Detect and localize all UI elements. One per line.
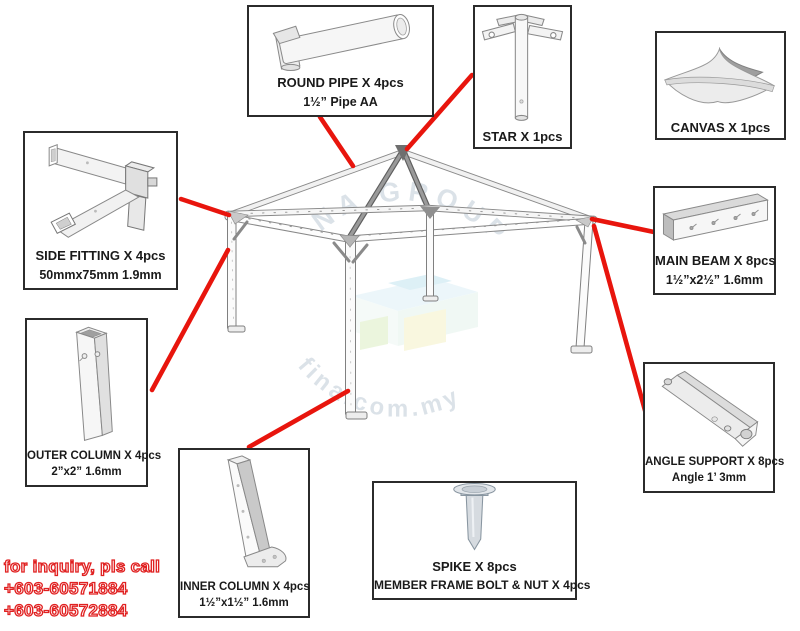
tent-hip-rafters [226, 149, 596, 241]
callout-line-round-pipe [317, 114, 356, 169]
callout-line-side-fitting [178, 196, 232, 218]
part-card-round-pipe: ROUND PIPE X 4pcs 1½” Pipe AA [247, 5, 434, 117]
tent-foot-plates [227, 295, 593, 420]
contact-line-1: for inquiry, pls call [3, 556, 161, 576]
contact-phone-1: +603-60571884 [3, 578, 128, 598]
canvas-icon [664, 46, 776, 104]
part-card-outer-column: OUTER COLUMN X 4pcs 2”x2” 1.6mm [25, 318, 162, 487]
side-fitting-icon [48, 143, 158, 238]
part-spec: Angle 1’ 3mm [671, 472, 747, 485]
star-icon [481, 13, 564, 121]
part-label: ROUND PIPE X 4pcs [277, 75, 404, 91]
part-card-angle-support: ANGLE SUPPORT X 8pcs Angle 1’ 3mm [643, 362, 785, 493]
main-beam-icon [662, 193, 769, 241]
svg-text:fina.com.my: fina.com.my [293, 352, 466, 422]
part-label: ANGLE SUPPORT X 8pcs [645, 455, 785, 468]
part-card-canvas: CANVAS X 1pcs [655, 31, 786, 140]
part-spec: 2”x2” 1.6mm [51, 466, 122, 479]
part-label: OUTER COLUMN X 4pcs [27, 449, 162, 462]
part-spec: 1½”x1½” 1.6mm [199, 597, 289, 610]
contact-phone-2: +603-60572884 [3, 600, 128, 620]
callout-lines [149, 72, 657, 450]
part-label: CANVAS X 1pcs [670, 120, 771, 136]
part-label: INNER COLUMN X 4pcs [180, 580, 310, 593]
angle-support-icon [661, 370, 759, 447]
part-spec: MEMBER FRAME BOLT & NUT X 4pcs [374, 577, 591, 592]
part-label: SIDE FITTING X 4pcs [35, 248, 166, 264]
callout-line-inner-column [246, 388, 351, 450]
callout-line-outer-column [149, 247, 231, 393]
outer-column-icon [75, 326, 113, 441]
part-card-spike: SPIKE X 8pcs MEMBER FRAME BOLT & NUT X 4… [372, 481, 591, 600]
part-label: MAIN BEAM X 8pcs [655, 253, 776, 269]
watermark-arc-bottom: fina.com.my [293, 352, 462, 422]
inner-column-icon [226, 455, 287, 568]
part-label: STAR X 1pcs [482, 129, 563, 145]
part-label: SPIKE X 8pcs [432, 558, 517, 574]
round-pipe-icon [272, 14, 410, 72]
callout-line-main-beam [589, 216, 657, 235]
contact-info: for inquiry, pls call +603-60571884 +603… [3, 556, 161, 622]
part-spec: 1½” Pipe AA [303, 94, 378, 109]
spike-icon [453, 483, 496, 551]
tent-main-beams [224, 204, 598, 243]
part-card-star: STAR X 1pcs [473, 5, 572, 149]
callout-line-angle-support [591, 223, 649, 417]
tent-corner-fittings [227, 145, 595, 264]
part-card-inner-column: INNER COLUMN X 4pcs 1½”x1½” 1.6mm [178, 448, 310, 618]
callout-line-star [404, 72, 475, 152]
part-card-main-beam: MAIN BEAM X 8pcs 1½”x2½” 1.6mm [653, 186, 776, 295]
part-spec: 50mmx75mm 1.9mm [39, 267, 162, 282]
part-spec: 1½”x2½” 1.6mm [665, 272, 764, 287]
watermark-logo [352, 274, 478, 351]
part-card-side-fitting: SIDE FITTING X 4pcs 50mmx75mm 1.9mm [23, 131, 178, 290]
